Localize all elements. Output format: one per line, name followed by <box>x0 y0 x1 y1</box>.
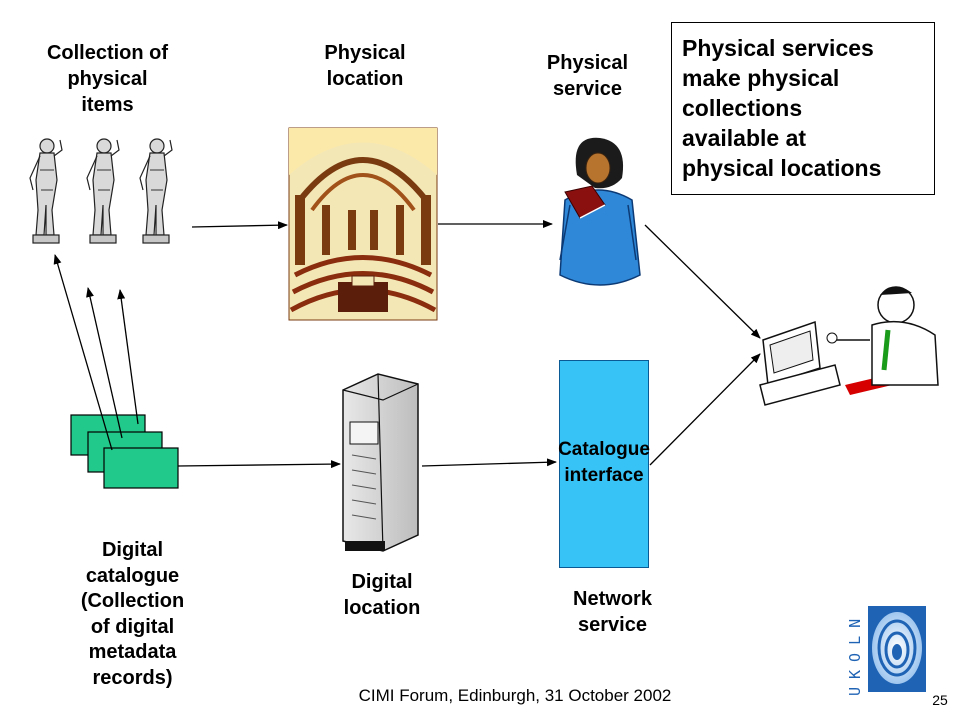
physical-location-label: Physical location <box>324 42 406 90</box>
arrow-catalogue-to-server <box>177 460 341 469</box>
library-reading-room-icon <box>288 127 438 321</box>
ukoln-logo-icon: UKOLN <box>846 606 926 696</box>
physical-service-label: Physical service <box>546 52 629 100</box>
collection-label: Collection of physical items <box>46 42 169 116</box>
catalogue-interface-box <box>559 360 649 568</box>
arrow-record-to-statue-3 <box>117 289 139 425</box>
catalogue-interface-label: Catalogue interface <box>558 439 650 486</box>
arrow-record-to-statue-1 <box>53 254 113 451</box>
arrow-service-to-user <box>644 224 761 339</box>
footer-text: CIMI Forum, Edinburgh, 31 October 2002 <box>358 686 672 705</box>
digital-catalogue-label: Digital catalogue (Collection of digital… <box>80 539 185 689</box>
statue-icon <box>29 138 63 244</box>
server-tower-icon <box>342 373 419 552</box>
statue-icon <box>139 138 173 244</box>
user-at-computer-icon <box>759 286 939 406</box>
note-box: Physical services make physical collecti… <box>671 22 935 195</box>
digital-location-label: Digital location <box>343 571 421 619</box>
logo-text: UKOLN <box>846 611 864 696</box>
network-service-label: Network service <box>573 588 652 636</box>
arrow-record-to-statue-2 <box>86 287 123 439</box>
librarian-reading-icon <box>559 137 641 286</box>
arrow-server-to-interface <box>421 458 557 467</box>
arrow-items-to-location <box>191 221 288 230</box>
statue-icon <box>86 138 120 244</box>
page-number: 25 <box>932 692 948 708</box>
arrow-interface-to-user <box>649 353 761 466</box>
metadata-record-card-icon <box>103 447 179 489</box>
